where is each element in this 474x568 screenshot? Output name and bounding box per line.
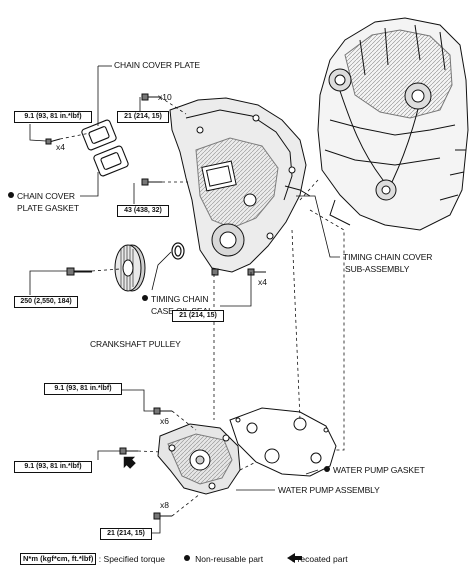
torque-cover-side: 43 (438, 32) bbox=[117, 205, 169, 217]
alignment-lines bbox=[59, 96, 345, 517]
bolt-crankshaft-pulley bbox=[66, 267, 92, 276]
precoated-arrow-icon bbox=[123, 456, 136, 469]
qty-cover-bottom: x4 bbox=[258, 277, 267, 287]
chain-cover-plate-illustration bbox=[81, 119, 117, 151]
qty-water-pump-bottom: x8 bbox=[160, 500, 169, 510]
torque-cover-top: 21 (214, 15) bbox=[117, 111, 169, 123]
torque-water-pump-top: 9.1 (93, 81 in.*lbf) bbox=[44, 383, 122, 395]
legend-precoated: Precoated part bbox=[291, 553, 348, 564]
bolt-water-pump-bottom bbox=[153, 512, 172, 520]
water-pump-assembly-illustration bbox=[157, 423, 241, 495]
bolt-cover-top bbox=[141, 93, 160, 101]
non-reusable-dot-icon bbox=[324, 466, 330, 472]
label-chain-cover-plate: CHAIN COVER PLATE bbox=[114, 60, 200, 70]
engine-block-illustration bbox=[317, 17, 469, 231]
torque-chain-cover-plate: 9.1 (93, 81 in.*lbf) bbox=[14, 111, 92, 123]
legend-torque-box: N*m (kgf*cm, ft.*lbf) bbox=[20, 552, 97, 565]
leader-lines bbox=[29, 65, 340, 534]
torque-water-pump-precoated: 9.1 (93, 81 in.*lbf) bbox=[14, 461, 92, 473]
bolt-water-pump-precoated bbox=[119, 447, 138, 455]
bolt-water-pump-top bbox=[153, 407, 172, 415]
qty-chain-cover-plate: x4 bbox=[56, 142, 65, 152]
torque-water-pump-bottom: 21 (214, 15) bbox=[100, 528, 152, 540]
legend: N*m (kgf*cm, ft.*lbf) : Specified torque… bbox=[20, 552, 348, 565]
label-line: TIMING CHAIN bbox=[151, 294, 209, 304]
non-reusable-dot-icon bbox=[183, 555, 190, 561]
label-oil-seal: TIMING CHAIN bbox=[142, 294, 208, 304]
crankshaft-pulley-illustration bbox=[114, 244, 146, 292]
legend-non-reusable: Non-reusable part bbox=[195, 553, 264, 564]
qty-cover-top: x10 bbox=[158, 92, 172, 102]
torque-crankshaft-pulley: 250 (2,550, 184) bbox=[14, 296, 78, 308]
legend-specified-torque: : Specified torque bbox=[98, 553, 165, 564]
label-timing-chain-cover: TIMING CHAIN COVER bbox=[343, 252, 433, 262]
non-reusable-dot-icon bbox=[142, 295, 148, 301]
water-pump-gasket-illustration bbox=[229, 407, 337, 477]
chain-cover-plate-gasket-illustration bbox=[93, 145, 129, 177]
qty-water-pump-top: x6 bbox=[160, 416, 169, 426]
legend-arrow-icon bbox=[287, 553, 302, 563]
non-reusable-dot-icon bbox=[8, 192, 14, 198]
label-chain-cover-plate-gasket: CHAIN COVER bbox=[8, 191, 75, 201]
label-water-pump-gasket: WATER PUMP GASKET bbox=[324, 465, 425, 475]
bolt-chain-cover-plate bbox=[45, 138, 61, 145]
label-timing-chain-cover-2: SUB-ASSEMBLY bbox=[345, 264, 410, 274]
label-water-pump-assembly: WATER PUMP ASSEMBLY bbox=[278, 485, 380, 495]
label-chain-cover-plate-gasket-2: PLATE GASKET bbox=[17, 203, 79, 213]
label-crankshaft-pulley: CRANKSHAFT PULLEY bbox=[90, 339, 181, 349]
torque-cover-bottom: 21 (214, 15) bbox=[172, 310, 224, 322]
bolt-cover-side bbox=[141, 178, 162, 186]
timing-chain-cover-illustration bbox=[169, 97, 311, 273]
label-line: WATER PUMP GASKET bbox=[333, 465, 425, 475]
oil-seal-illustration bbox=[171, 242, 185, 260]
label-line: CHAIN COVER bbox=[17, 191, 75, 201]
